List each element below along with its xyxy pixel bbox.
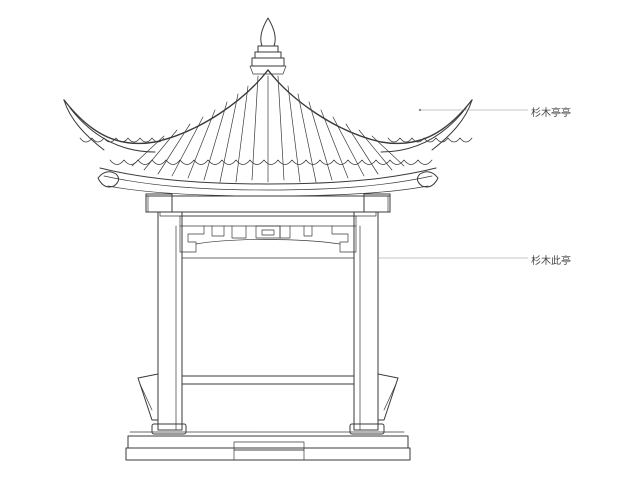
lattice-fretwork [179,225,357,253]
platform [125,431,411,461]
roof-finial [249,17,287,75]
bench-rail [137,373,399,421]
beam-lattice [145,193,391,253]
column-bases [151,423,385,435]
roof-tiles [131,75,405,183]
eave-scallops [79,137,473,165]
roof-label: 杉木亭亭 [531,108,571,119]
roof [63,69,473,197]
frame-label: 杉木此亭 [531,256,571,267]
leader-lines [378,108,528,259]
columns [157,211,379,431]
